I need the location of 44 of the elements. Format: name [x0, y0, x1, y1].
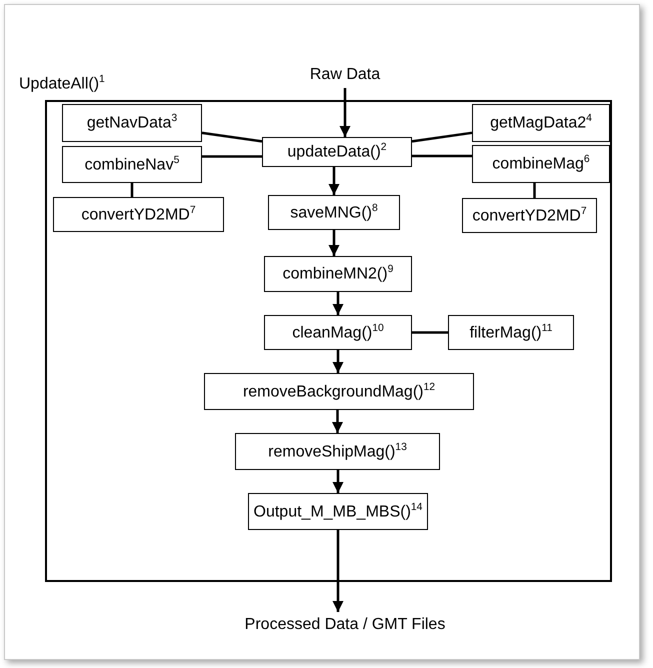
arrow	[332, 410, 344, 433]
function-box	[248, 493, 428, 530]
arrow	[332, 470, 344, 493]
function-name: cleanMag()$^{10}$	[292, 322, 384, 342]
function-name: getMagData2$^{4}$	[490, 113, 592, 133]
function-name: Output_M_MB_MBS()$^{14}$	[254, 502, 422, 522]
function-name: convertYD2MD$^{7}$	[472, 206, 587, 226]
function-box	[268, 195, 400, 230]
function-box	[472, 145, 610, 183]
connector-line	[202, 155, 262, 158]
function-box	[448, 315, 574, 350]
connector-line	[130, 183, 134, 197]
function-name: saveMNG()$^{8}$	[290, 202, 378, 222]
function-name: convertYD2MD$^{7}$	[81, 204, 196, 224]
function-name: filterMag()$^{11}$	[470, 322, 552, 342]
connector-line	[533, 183, 536, 198]
arrow	[332, 292, 344, 315]
function-box	[462, 198, 597, 233]
function-box	[204, 373, 474, 410]
function-box	[264, 315, 412, 350]
arrow	[328, 167, 340, 195]
connector-line	[412, 154, 472, 158]
arrow	[328, 230, 340, 256]
function-name: combineMN2()$^{9}$	[282, 264, 394, 284]
arrow	[339, 88, 351, 137]
function-name: removeShipMag()$^{13}$	[268, 442, 407, 462]
container-title: UpdateAll()$^{1}$	[19, 74, 105, 94]
function-name: updateData()$^{2}$	[287, 142, 387, 162]
arrow	[332, 350, 344, 373]
function-name: removeBackgroundMag()$^{12}$	[242, 382, 436, 402]
function-box	[62, 104, 202, 142]
connector-line	[202, 132, 262, 143]
function-name: combineNav$^{5}$	[84, 154, 180, 174]
function-name: combineMag$^{6}$	[492, 154, 590, 174]
function-box	[62, 146, 202, 183]
function-box	[264, 256, 412, 292]
connector-line	[412, 132, 472, 143]
connector-line	[412, 331, 448, 334]
arrow	[332, 530, 344, 612]
function-box	[235, 433, 440, 470]
function-box	[53, 197, 224, 232]
function-name: getNavData$^{3}$	[86, 113, 178, 133]
function-box	[262, 137, 412, 167]
function-box	[472, 104, 610, 142]
